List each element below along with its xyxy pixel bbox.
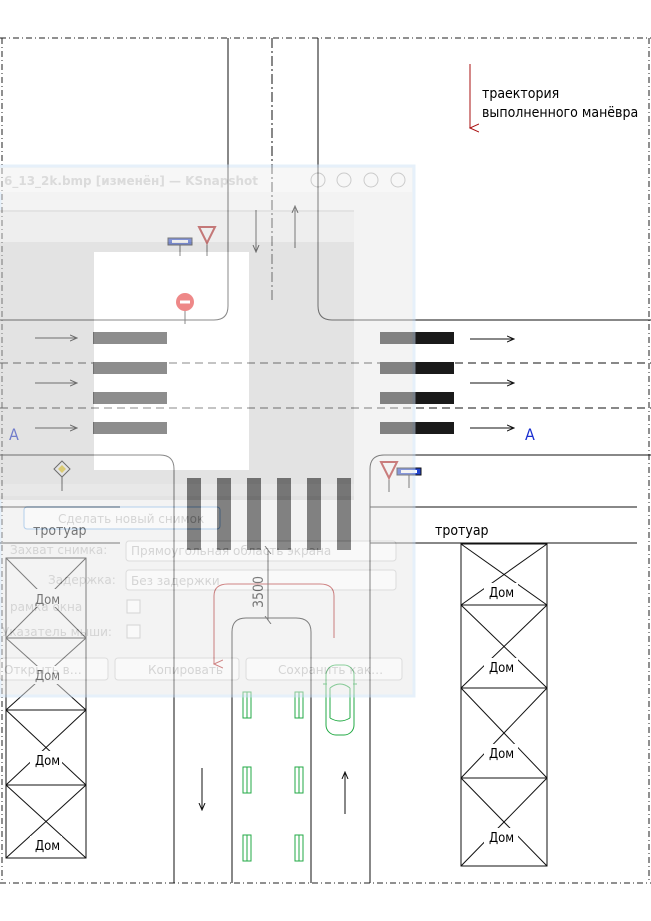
house-label: Дом bbox=[35, 839, 60, 854]
new-snapshot-button[interactable] bbox=[23, 506, 221, 530]
houses-right bbox=[460, 543, 548, 867]
minimize-icon[interactable] bbox=[336, 172, 352, 188]
close-icon[interactable] bbox=[390, 172, 406, 188]
green-marks bbox=[242, 691, 304, 862]
capture-mode-select[interactable] bbox=[125, 540, 397, 562]
ksnapshot-title: 6_13_2k.bmp [изменён] — KSnapshot bbox=[4, 174, 258, 189]
delay-value: Без задержки bbox=[131, 574, 220, 588]
house-label: Дом bbox=[489, 831, 514, 846]
mouse-cursor-label: Указатель мыши: bbox=[2, 625, 112, 639]
ksnapshot-window[interactable]: 6_13_2k.bmp [изменён] — KSnapshot Сделат… bbox=[0, 164, 416, 698]
house-label: Дом bbox=[489, 586, 514, 601]
legend-line-2: выполненного манёвра bbox=[482, 105, 638, 121]
delay-label: Задержка: bbox=[48, 573, 116, 587]
open-with-button[interactable] bbox=[0, 657, 109, 681]
house-label: Дом bbox=[35, 754, 60, 769]
new-snapshot-label: Сделать новый снимок bbox=[58, 512, 204, 526]
titlebar-buttons[interactable] bbox=[310, 172, 406, 188]
frame-border bbox=[0, 37, 651, 884]
house-label: Дом bbox=[489, 747, 514, 762]
save-as-label: Сохранить как… bbox=[278, 663, 383, 677]
house-label: Дом bbox=[489, 661, 514, 676]
capture-mode-label: Захват снимка: bbox=[10, 543, 107, 557]
house-labels-right: Дом Дом Дом Дом bbox=[484, 583, 518, 846]
sidewalk-label-right: тротуар bbox=[435, 523, 489, 539]
copy-button[interactable] bbox=[114, 657, 240, 681]
window-border-checkbox[interactable] bbox=[126, 599, 141, 614]
road-label-right: А bbox=[525, 425, 535, 444]
open-with-label: Открыть в… bbox=[4, 663, 82, 677]
save-as-button[interactable] bbox=[245, 657, 403, 681]
maximize-icon[interactable] bbox=[363, 172, 379, 188]
window-border-label: рамка окна bbox=[10, 600, 82, 614]
help-icon[interactable] bbox=[310, 172, 326, 188]
copy-label: Копировать bbox=[148, 663, 223, 677]
delay-spinbox[interactable] bbox=[125, 569, 397, 591]
capture-mode-value: Прямоугольная область экрана bbox=[131, 544, 331, 558]
legend-line-1: траектория bbox=[482, 86, 559, 102]
mouse-cursor-checkbox[interactable] bbox=[126, 624, 141, 639]
